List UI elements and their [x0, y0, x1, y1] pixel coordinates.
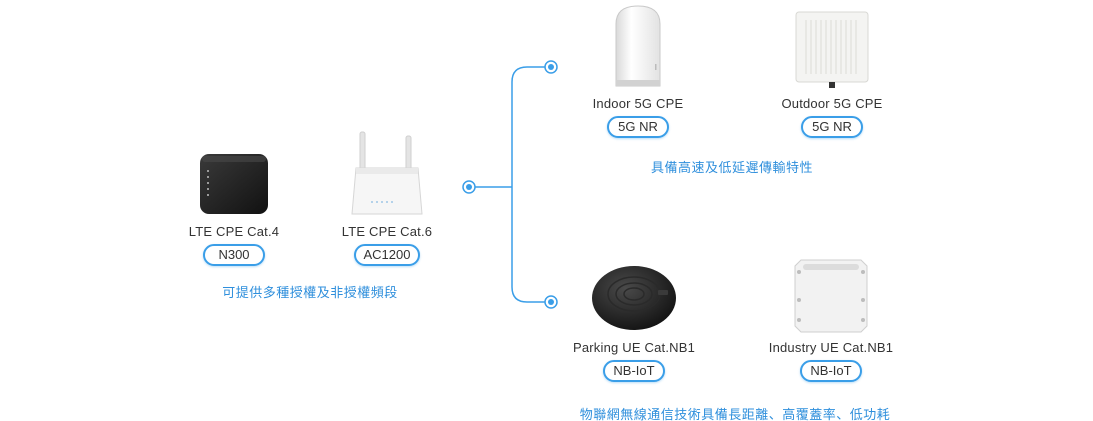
product-name: Indoor 5G CPE [592, 96, 684, 111]
product-badge: NB-IoT [603, 360, 665, 382]
product-lte-cpe-cat4: LTE CPE Cat.4 N300 [149, 150, 319, 266]
product-name: Industry UE Cat.NB1 [768, 340, 894, 355]
left-group-caption: 可提供多種授權及非授權頻段 [222, 285, 398, 300]
product-outdoor-5g-cpe: Outdoor 5G CPE 5G NR [747, 10, 917, 138]
lte-cpe-cat4-image [196, 150, 272, 218]
product-name: LTE CPE Cat.6 [341, 224, 433, 239]
connector-dot-bottom [544, 295, 558, 309]
product-name: Outdoor 5G CPE [781, 96, 883, 111]
outdoor-5g-cpe-image [792, 10, 872, 90]
product-badge: 5G NR [607, 116, 669, 138]
bottom-group-caption: 物聯網無線通信技術具備長距離、高覆蓋率、低功耗 [579, 407, 891, 421]
product-name: Parking UE Cat.NB1 [572, 340, 696, 355]
connector-line [469, 66, 551, 303]
top-group-caption: 具備高速及低延遲傳輸特性 [650, 160, 813, 175]
connector-dot-top [544, 60, 558, 74]
product-lte-cpe-cat6: LTE CPE Cat.6 AC1200 [302, 128, 472, 266]
product-parking-ue: Parking UE Cat.NB1 NB-IoT [549, 262, 719, 382]
product-badge: AC1200 [353, 244, 421, 266]
lte-cpe-cat6-image [342, 128, 432, 218]
connector-dot-source [462, 180, 476, 194]
indoor-5g-cpe-image [610, 4, 666, 90]
product-badge: 5G NR [801, 116, 863, 138]
industry-ue-image [791, 256, 871, 334]
product-industry-ue: Industry UE Cat.NB1 NB-IoT [746, 256, 916, 382]
product-badge: NB-IoT [800, 360, 862, 382]
product-name: LTE CPE Cat.4 [188, 224, 280, 239]
parking-ue-image [589, 262, 679, 334]
product-badge: N300 [203, 244, 265, 266]
product-indoor-5g-cpe: Indoor 5G CPE 5G NR [553, 4, 723, 138]
